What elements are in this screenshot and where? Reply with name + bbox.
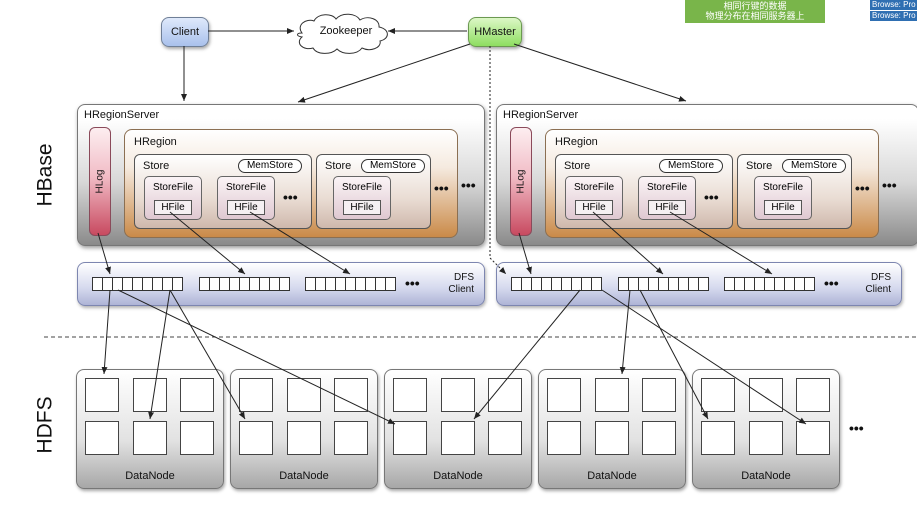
dfs-client-label: DFS Client xyxy=(865,272,891,296)
hmaster-node: HMaster xyxy=(468,17,522,47)
annotation-callout: 相同行键的数据 物理分布在相同服务器上 xyxy=(685,0,825,23)
client-node: Client xyxy=(161,17,209,47)
hdfs-side-label-wrap: HDFS xyxy=(16,396,76,453)
memstore: MemStore xyxy=(361,159,425,173)
storefile-label: StoreFile xyxy=(762,182,803,193)
hlog-label: HLog xyxy=(515,169,527,194)
hregion-title: HRegion xyxy=(555,136,598,148)
zookeeper-label: Zookeeper xyxy=(319,25,373,37)
storefile-ellipsis: ••• xyxy=(283,189,298,205)
storefile: StoreFile HFile xyxy=(217,176,275,220)
hmaster-label: HMaster xyxy=(474,26,516,38)
arrow-hmaster-rs1 xyxy=(297,43,471,103)
storefile-ellipsis: ••• xyxy=(704,189,719,205)
hregion-title: HRegion xyxy=(134,136,177,148)
store-label: Store xyxy=(325,160,352,172)
hlog-label: HLog xyxy=(94,169,106,194)
block-group xyxy=(724,277,815,291)
datanode: DataNode xyxy=(538,369,686,489)
dfs-label-line2: Client xyxy=(865,284,891,295)
hfile: HFile xyxy=(764,200,802,215)
client-label: Client xyxy=(170,26,200,38)
block-ellipsis: ••• xyxy=(405,275,420,291)
hfile: HFile xyxy=(154,200,192,215)
block-group xyxy=(511,277,602,291)
dfs-label-line1: DFS xyxy=(871,272,891,283)
block-ellipsis: ••• xyxy=(824,275,839,291)
block-group xyxy=(618,277,709,291)
storefile: StoreFile HFile xyxy=(565,176,623,220)
store: Store MemStore StoreFile HFile StoreFile… xyxy=(555,154,733,229)
block-group xyxy=(92,277,183,291)
dfs-client-1: ••• DFS Client xyxy=(77,262,485,306)
region-ellipsis: ••• xyxy=(882,177,897,193)
datanode: DataNode xyxy=(384,369,532,489)
datanode-label: DataNode xyxy=(587,470,637,482)
datanode: DataNode xyxy=(230,369,378,489)
storefile: StoreFile HFile xyxy=(144,176,202,220)
datanode-label: DataNode xyxy=(279,470,329,482)
memstore: MemStore xyxy=(238,159,302,173)
store-ellipsis: ••• xyxy=(855,180,870,196)
block-group xyxy=(199,277,290,291)
datanode: DataNode xyxy=(692,369,840,489)
storefile: StoreFile HFile xyxy=(754,176,812,220)
dfs-client-2: ••• DFS Client xyxy=(496,262,902,306)
hlog: HLog xyxy=(89,127,111,236)
storefile: StoreFile HFile xyxy=(333,176,391,220)
annotation-line-2: 物理分布在相同服务器上 xyxy=(705,11,805,21)
datanode: DataNode xyxy=(76,369,224,489)
memstore: MemStore xyxy=(659,159,723,173)
hregion: HRegion Store MemStore StoreFile HFile S… xyxy=(545,129,879,238)
browse-link-1[interactable]: Browse: Pro xyxy=(870,0,917,10)
storefile-label: StoreFile xyxy=(573,182,614,193)
store-label: Store xyxy=(564,160,591,172)
hfile: HFile xyxy=(648,200,686,215)
region-server-2: HRegionServer HLog HRegion Store MemStor… xyxy=(496,104,917,246)
browse-link-2[interactable]: Browse: Pro xyxy=(870,11,917,21)
hregion: HRegion Store MemStore StoreFile HFile S… xyxy=(124,129,458,238)
arrow-hmaster-rs2 xyxy=(513,43,687,102)
storefile: StoreFile HFile xyxy=(638,176,696,220)
store-label: Store xyxy=(746,160,773,172)
datanode-label: DataNode xyxy=(433,470,483,482)
datanode-label: DataNode xyxy=(125,470,175,482)
store: Store MemStore StoreFile HFile StoreFile… xyxy=(134,154,312,229)
block-group xyxy=(305,277,396,291)
storefile-label: StoreFile xyxy=(152,182,193,193)
dfs-client-label: DFS Client xyxy=(448,272,474,296)
storefile-label: StoreFile xyxy=(646,182,687,193)
datanode-label: DataNode xyxy=(741,470,791,482)
dfs-label-line1: DFS xyxy=(454,272,474,283)
memstore: MemStore xyxy=(782,159,846,173)
hlog: HLog xyxy=(510,127,532,236)
hbase-side-label-wrap: HBase xyxy=(16,143,76,206)
store-label: Store xyxy=(143,160,170,172)
hfile: HFile xyxy=(575,200,613,215)
dfs-label-line2: Client xyxy=(448,284,474,295)
hbase-side-label: HBase xyxy=(34,143,57,207)
store: Store MemStore StoreFile HFile xyxy=(316,154,431,229)
store: Store MemStore StoreFile HFile xyxy=(737,154,852,229)
region-server-title: HRegionServer xyxy=(503,109,579,121)
region-ellipsis: ••• xyxy=(461,177,476,193)
datanode-ellipsis: ••• xyxy=(849,420,864,436)
storefile-label: StoreFile xyxy=(225,182,266,193)
store-ellipsis: ••• xyxy=(434,180,449,196)
hfile: HFile xyxy=(227,200,265,215)
hdfs-side-label: HDFS xyxy=(33,396,57,454)
region-server-title: HRegionServer xyxy=(84,109,160,121)
annotation-line-1: 相同行键的数据 xyxy=(723,1,787,11)
hfile: HFile xyxy=(343,200,381,215)
region-server-1: HRegionServer HLog HRegion Store MemStor… xyxy=(77,104,485,246)
storefile-label: StoreFile xyxy=(341,182,382,193)
